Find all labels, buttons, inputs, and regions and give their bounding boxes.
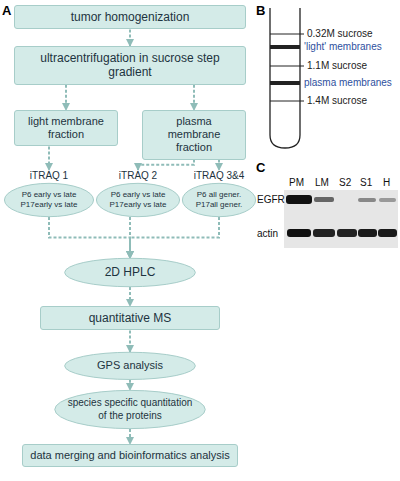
- box-text: plasma membrane fraction: [149, 115, 239, 155]
- annotation-label: EGFR: [257, 194, 285, 205]
- flow-arrow: [129, 287, 131, 306]
- ellipse-text: 2D HPLC: [74, 265, 186, 280]
- process-box: plasma membrane fraction: [142, 110, 246, 160]
- process-ellipse: iTRAQ 1 P6 early vs late P17early vs late: [4, 170, 94, 217]
- annotation-label: H: [383, 177, 390, 188]
- western-blot: [284, 190, 398, 248]
- annotation-label: PM: [289, 177, 304, 188]
- flow-arrow: [129, 29, 131, 46]
- ellipse-body: P6 early vs late P17early vs late: [96, 183, 180, 217]
- process-ellipse: iTRAQ 2 P6 early vs late P17early vs late: [96, 170, 180, 217]
- ellipse-body: species specific quantitation of the pro…: [54, 390, 206, 429]
- ellipse-heading: iTRAQ 3&4: [182, 170, 256, 181]
- panel-letter: A: [2, 3, 11, 18]
- process-box: ultracentrifugation in sucrose step grad…: [14, 46, 246, 85]
- flow-arrow: [49, 217, 130, 258]
- flow-arrow: [48, 146, 50, 170]
- process-box: light membrane fraction: [14, 110, 118, 146]
- box-text: quantitative MS: [47, 311, 213, 325]
- ellipse-body: P6 early vs late P17early vs late: [4, 183, 94, 217]
- ellipse-text: P6 early vs late P17early vs late: [106, 190, 170, 210]
- annotation-label: 1.4M sucrose: [307, 95, 367, 106]
- annotation-label: LM: [315, 177, 329, 188]
- annotation-label: 'light' membranes: [304, 41, 382, 52]
- ellipse-body: GPS analysis: [64, 352, 196, 380]
- ellipse-body: P6 all gener. P17all gener.: [182, 183, 256, 217]
- process-box: quantitative MS: [40, 306, 220, 330]
- process-box: data merging and bioinformatics analysis: [22, 444, 238, 467]
- flow-arrow: [129, 380, 131, 390]
- flow-arrow: [218, 160, 220, 170]
- flow-arrow: [130, 217, 219, 258]
- ellipse-body: 2D HPLC: [64, 258, 196, 287]
- ellipse-text: species specific quantitation of the pro…: [64, 397, 196, 422]
- flow-arrow: [129, 429, 131, 444]
- process-ellipse: iTRAQ 3&4 P6 all gener. P17all gener.: [182, 170, 256, 217]
- panel-letter: C: [256, 160, 265, 175]
- centrifuge-tube: [270, 8, 304, 148]
- flow-arrow: [65, 85, 67, 110]
- box-text: light membrane fraction: [21, 115, 111, 141]
- process-ellipse: 2D HPLC: [64, 258, 196, 287]
- flow-arrow: [138, 160, 194, 170]
- box-text: tumor homogenization: [21, 10, 239, 24]
- ellipse-text: GPS analysis: [74, 359, 186, 373]
- annotation-label: plasma membranes: [304, 77, 392, 88]
- ellipse-text: P6 early vs late P17early vs late: [14, 190, 84, 210]
- flow-arrow: [129, 217, 131, 258]
- annotation-label: 1.1M sucrose: [307, 60, 367, 71]
- annotation-label: 0.32M sucrose: [307, 28, 373, 39]
- panel-letter: B: [256, 3, 265, 18]
- box-text: ultracentrifugation in sucrose step grad…: [21, 51, 239, 80]
- annotation-label: actin: [257, 228, 278, 239]
- process-ellipse: GPS analysis: [64, 352, 196, 380]
- box-text: data merging and bioinformatics analysis: [29, 449, 231, 462]
- ellipse-heading: iTRAQ 2: [96, 170, 180, 181]
- flow-arrow: [193, 85, 195, 110]
- process-ellipse: species specific quantitation of the pro…: [54, 390, 206, 429]
- annotation-label: S1: [360, 177, 372, 188]
- annotation-label: S2: [339, 177, 351, 188]
- ellipse-heading: iTRAQ 1: [4, 170, 94, 181]
- process-box: tumor homogenization: [14, 5, 246, 29]
- flow-arrow: [129, 330, 131, 352]
- ellipse-text: P6 all gener. P17all gener.: [192, 190, 246, 210]
